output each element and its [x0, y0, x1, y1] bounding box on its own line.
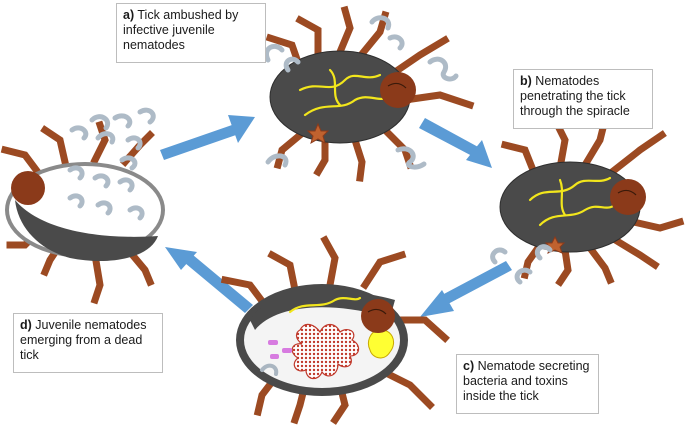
arrow-a-to-b	[419, 118, 492, 168]
tick-c-bacteria-colony	[291, 323, 360, 380]
tick-c	[220, 235, 450, 425]
arrow-d-to-a	[160, 115, 255, 160]
tick-c-internal-nematode	[288, 296, 362, 314]
caption-c-box: c) Nematode secreting bacteria and toxin…	[456, 354, 599, 414]
tick-c-nematode	[260, 363, 279, 376]
tick-a-legs	[265, 5, 475, 182]
caption-d-box: d) Juvenile nematodes emerging from a de…	[13, 313, 163, 373]
tick-c-head	[361, 299, 395, 333]
tick-c-yellow-secretion	[367, 329, 394, 359]
tick-a	[265, 5, 475, 182]
tick-b-legs	[500, 115, 685, 287]
nematodes	[67, 15, 553, 285]
tick-d	[0, 120, 165, 305]
arrow-c-to-d	[165, 247, 253, 313]
caption-d-text: Juvenile nematodes emerging from a dead …	[20, 318, 147, 362]
cycle-arrows	[160, 115, 512, 317]
tick-b-internal-nematodes	[528, 176, 617, 227]
tick-d-shell	[15, 200, 158, 262]
caption-d-letter: d)	[20, 318, 32, 332]
tick-a-head	[380, 72, 416, 108]
arrow-b-to-c	[420, 261, 512, 317]
caption-b-text: Nematodes penetrating the tick through t…	[520, 74, 630, 118]
caption-a-text: Tick ambushed by infective juvenile nema…	[123, 8, 239, 52]
tick-d-head	[11, 171, 45, 205]
tick-b	[499, 115, 685, 287]
caption-c-text: Nematode secreting bacteria and toxins i…	[463, 359, 590, 403]
caption-a-box: a) Tick ambushed by infective juvenile n…	[116, 3, 266, 63]
tick-a-spiracle	[306, 122, 330, 145]
caption-b-box: b) Nematodes penetrating the tick throug…	[513, 69, 653, 129]
caption-a-letter: a)	[123, 8, 135, 22]
caption-b-letter: b)	[520, 74, 532, 88]
tick-c-shell-top	[250, 290, 395, 330]
tick-c-toxins	[268, 340, 292, 359]
tick-b-head	[610, 179, 646, 215]
caption-c-letter: c)	[463, 359, 475, 373]
